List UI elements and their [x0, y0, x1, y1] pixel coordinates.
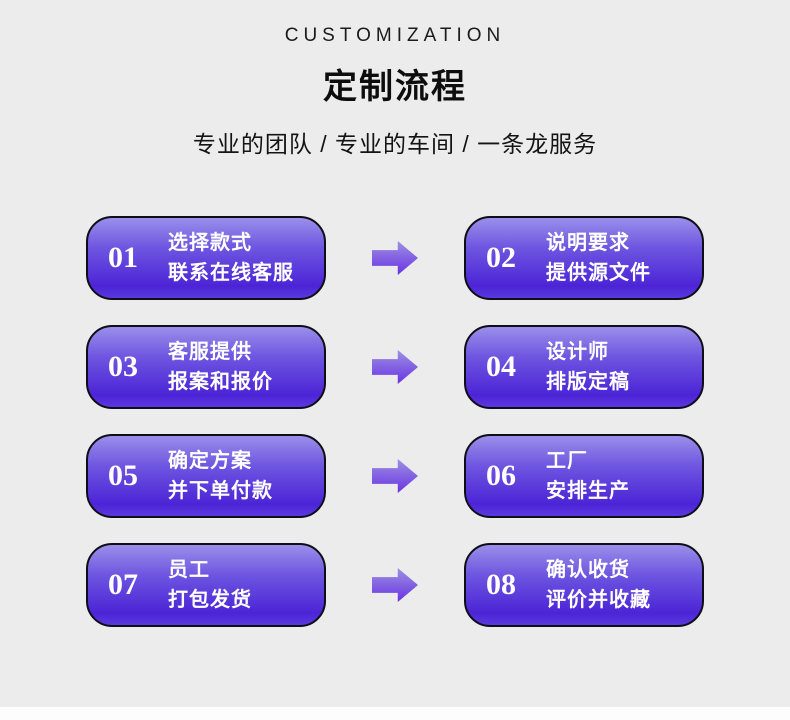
step-line-2: 报案和报价	[168, 371, 273, 393]
step-number: 04	[486, 350, 516, 383]
arrow-right-icon	[372, 350, 418, 384]
step-number: 02	[486, 241, 516, 274]
step-number: 05	[108, 459, 138, 492]
process-row-1: 01 选择款式 联系在线客服 02 说明要求 提供源文件	[86, 216, 704, 300]
step-card-08: 08 确认收货 评价并收藏	[464, 543, 704, 627]
step-description: 工厂 安排生产	[546, 446, 630, 506]
arrow-right-icon	[372, 459, 418, 493]
footer-strip	[0, 707, 790, 720]
step-description: 设计师 排版定稿	[546, 337, 630, 397]
step-line-2: 提供源文件	[546, 262, 651, 284]
step-line-2: 打包发货	[168, 589, 252, 611]
step-line-2: 排版定稿	[546, 371, 630, 393]
eyebrow-text: CUSTOMIZATION	[284, 25, 506, 46]
step-card-06: 06 工厂 安排生产	[464, 434, 704, 518]
process-row-3: 05 确定方案 并下单付款 06 工厂 安排生产	[86, 434, 704, 518]
step-card-02: 02 说明要求 提供源文件	[464, 216, 704, 300]
step-description: 客服提供 报案和报价	[168, 337, 273, 397]
arrow-right-icon	[372, 241, 418, 275]
process-grid: 01 选择款式 联系在线客服 02 说明要求 提供源文件 03 客服提供	[0, 216, 790, 627]
step-description: 说明要求 提供源文件	[546, 228, 651, 288]
page-subtitle: 专业的团队 / 专业的车间 / 一条龙服务	[192, 131, 598, 157]
step-line-1: 说明要求	[546, 232, 630, 254]
page-title: 定制流程	[323, 68, 467, 106]
step-line-1: 设计师	[546, 341, 609, 363]
step-line-1: 客服提供	[168, 341, 252, 363]
step-description: 员工 打包发货	[168, 555, 252, 615]
step-card-05: 05 确定方案 并下单付款	[86, 434, 326, 518]
step-description: 选择款式 联系在线客服	[168, 228, 294, 288]
step-line-2: 联系在线客服	[168, 262, 294, 284]
step-number: 08	[486, 568, 516, 601]
step-line-1: 确认收货	[546, 559, 630, 581]
step-line-1: 选择款式	[168, 232, 252, 254]
section-header: CUSTOMIZATION 定制流程 专业的团队 / 专业的车间 / 一条龙服务	[0, 0, 790, 159]
step-line-2: 评价并收藏	[546, 589, 651, 611]
step-line-1: 员工	[168, 559, 210, 581]
step-description: 确定方案 并下单付款	[168, 446, 273, 506]
step-line-1: 确定方案	[168, 450, 252, 472]
step-line-2: 安排生产	[546, 480, 630, 502]
step-card-04: 04 设计师 排版定稿	[464, 325, 704, 409]
step-card-01: 01 选择款式 联系在线客服	[86, 216, 326, 300]
step-number: 06	[486, 459, 516, 492]
arrow-right-icon	[372, 568, 418, 602]
step-description: 确认收货 评价并收藏	[546, 555, 651, 615]
step-line-2: 并下单付款	[168, 480, 273, 502]
process-row-4: 07 员工 打包发货 08 确认收货 评价并收藏	[86, 543, 704, 627]
step-number: 07	[108, 568, 138, 601]
step-line-1: 工厂	[546, 450, 588, 472]
step-card-03: 03 客服提供 报案和报价	[86, 325, 326, 409]
step-card-07: 07 员工 打包发货	[86, 543, 326, 627]
step-number: 03	[108, 350, 138, 383]
process-row-2: 03 客服提供 报案和报价 04 设计师 排版定稿	[86, 325, 704, 409]
step-number: 01	[108, 241, 138, 274]
